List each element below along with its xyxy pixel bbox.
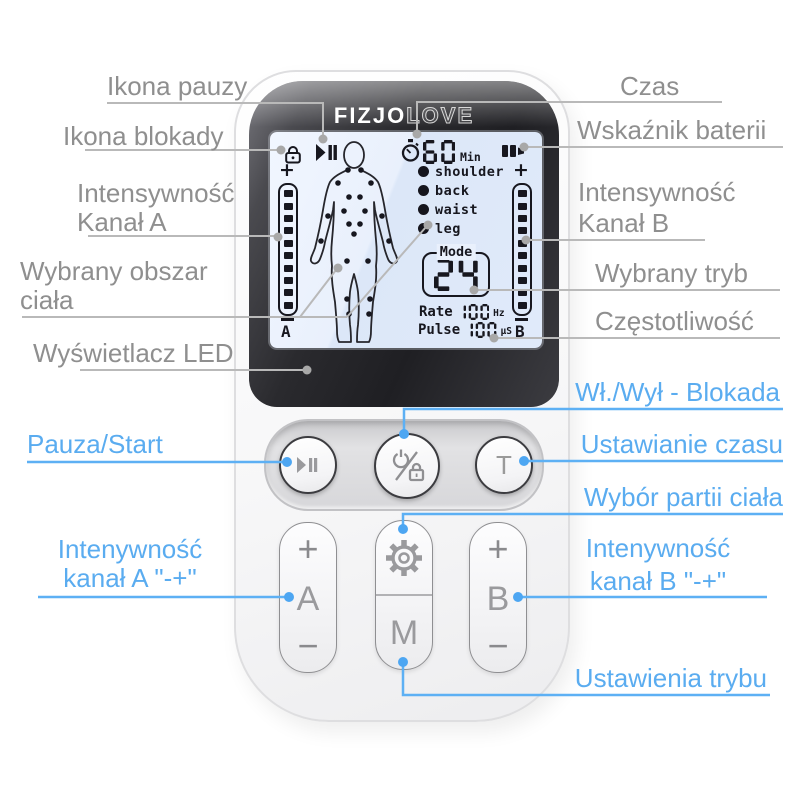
bullet-icon — [418, 223, 429, 234]
pulse-row: Pulse µS — [418, 322, 512, 338]
pulse-label: Pulse — [418, 322, 461, 338]
pause-start-button[interactable] — [279, 436, 337, 494]
pill-divider — [376, 594, 432, 596]
lcd-channel-a-minus — [281, 318, 294, 321]
time-value — [423, 140, 456, 164]
lock-icon — [285, 146, 301, 164]
callout-selected-mode: Wybrany tryb — [595, 258, 748, 288]
bullet-icon — [418, 185, 429, 196]
channel-a-minus-button[interactable]: − — [297, 624, 319, 666]
channel-a-button-label: A — [296, 580, 320, 618]
list-item: shoulder — [418, 164, 504, 180]
channel-b-intensity-button: + B − — [469, 522, 527, 673]
mode-box: Mode — [422, 244, 490, 297]
callout-pause-icon: Ikona pauzy — [107, 71, 248, 101]
mode-pill: M — [375, 520, 433, 670]
callout-channel-a-intensity: Intenywność kanał A "-+" — [57, 534, 203, 593]
stopwatch-icon — [401, 139, 420, 162]
screen-bezel: FIZJOLOVE — [249, 81, 559, 407]
channel-b-minus-button[interactable]: − — [487, 624, 509, 666]
rate-label: Rate — [419, 304, 453, 320]
callout-body-part-select: Wybór partii ciała — [583, 482, 783, 512]
callout-intensity-b: Intensywność Kanał B — [578, 177, 736, 238]
callout-lock-icon: Ikona blokady — [63, 121, 224, 151]
callout-pause-start: Pauza/Start — [27, 429, 163, 459]
body-figure — [309, 141, 399, 343]
brand-outline: LOVE — [406, 103, 475, 129]
mode-value — [434, 258, 478, 291]
intensity-bar-b — [512, 183, 532, 316]
lcd-channel-b-plus: + — [513, 159, 529, 181]
gear-icon — [386, 539, 422, 576]
callout-battery: Wskaźnik baterii — [577, 115, 767, 145]
lcd-channel-b-minus — [515, 318, 528, 321]
rate-unit: Hz — [493, 308, 505, 319]
body-part-list: shoulder back waist leg — [418, 164, 504, 237]
channel-b-button-label: B — [486, 580, 510, 618]
lcd-channel-b-label: B — [515, 322, 525, 341]
lcd-display: Min + A + B — [270, 132, 542, 348]
bullet-icon — [418, 204, 429, 215]
list-item: leg — [418, 221, 504, 237]
callout-time-setting: Ustawianie czasu — [580, 429, 783, 459]
callout-intensity-a: Intensywność Kanał A — [77, 178, 235, 237]
intensity-bar-a — [278, 183, 298, 316]
mode-label: Mode — [436, 244, 476, 260]
callout-led-display: Wyświetlacz LED — [33, 338, 234, 368]
body-part-select-button[interactable] — [376, 521, 432, 594]
play-pause-icon — [297, 457, 318, 473]
rate-value — [457, 304, 490, 320]
mode-set-button[interactable]: M — [389, 613, 419, 652]
power-lock-button[interactable] — [374, 433, 440, 499]
channel-a-plus-button[interactable]: + — [297, 528, 319, 569]
timer-button-label: T — [496, 449, 512, 480]
callout-body-area: Wybrany obszar ciała — [20, 256, 208, 315]
bullet-icon — [418, 166, 429, 177]
channel-a-intensity-button: + A − — [279, 522, 337, 673]
lcd-channel-a-plus: + — [279, 159, 295, 181]
callout-power-lock: Wł./Wył - Blokada — [575, 377, 780, 407]
brand-logo: FIZJOLOVE — [249, 103, 559, 129]
list-item: back — [418, 183, 504, 199]
callout-channel-b-intensity: Intenywność kanał B "-+" — [585, 533, 731, 596]
pulse-unit: µS — [500, 326, 512, 337]
tens-device: FIZJOLOVE — [234, 70, 570, 722]
channel-b-plus-button[interactable]: + — [487, 528, 509, 569]
time-unit: Min — [460, 150, 481, 164]
rate-row: Rate Hz — [419, 304, 505, 320]
callout-time: Czas — [620, 71, 680, 101]
battery-icon — [502, 145, 524, 157]
timer-button[interactable]: T — [475, 436, 533, 494]
lcd-channel-a-label: A — [281, 322, 291, 341]
power-lock-icon — [392, 449, 425, 482]
play-pause-icon — [316, 144, 337, 161]
callout-frequency: Częstotliwość — [595, 306, 754, 336]
brand-bold: FIZJO — [333, 103, 407, 128]
callout-mode-setting: Ustawienia trybu — [574, 663, 767, 693]
pulse-value — [464, 322, 497, 338]
list-item: waist — [418, 202, 504, 218]
